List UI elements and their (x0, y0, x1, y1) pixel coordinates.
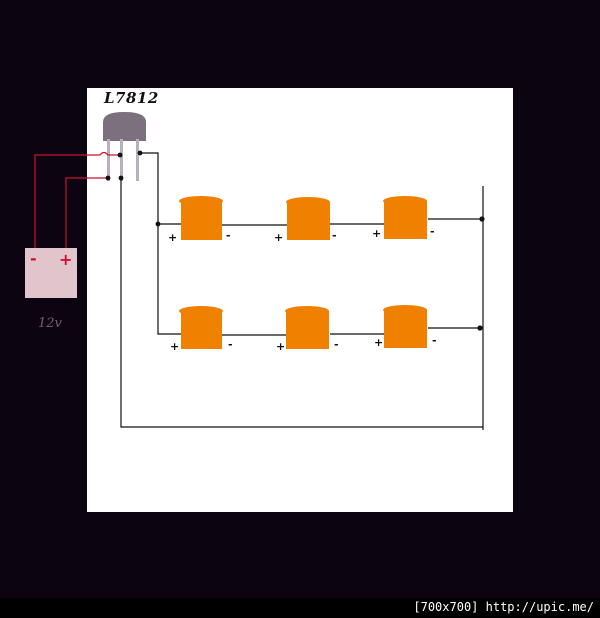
junction-dots (105, 150, 485, 331)
plus-symbol: + (274, 231, 283, 244)
plus-symbol: + (276, 340, 285, 353)
minus-symbol: - (228, 338, 233, 351)
led-polarity-row-1: + - + - + - (168, 225, 435, 244)
led (179, 306, 223, 349)
regulator-l7812 (103, 112, 146, 181)
battery-positive-symbol: + (59, 250, 72, 269)
plus-symbol: + (168, 231, 177, 244)
plus-symbol: + (374, 336, 383, 349)
minus-symbol: - (334, 338, 339, 351)
led (286, 197, 330, 240)
battery-voltage-label: 12v (38, 316, 62, 331)
led-row-1 (179, 196, 427, 240)
footer-watermark-text[interactable]: [700x700] http://upic.me/ (413, 600, 594, 614)
battery-lead-wires (34, 151, 120, 250)
led-polarity-row-2: + - + - + - (170, 334, 437, 353)
led (383, 305, 427, 348)
battery (25, 248, 77, 298)
minus-symbol: - (226, 229, 231, 242)
plus-symbol: + (372, 227, 381, 240)
led (383, 196, 427, 239)
minus-symbol: - (430, 225, 435, 238)
plus-symbol: + (170, 340, 179, 353)
battery-negative-symbol: - (30, 249, 37, 268)
circuit-wires (120, 152, 484, 430)
diagram-panel (87, 88, 513, 512)
minus-symbol: - (432, 334, 437, 347)
footer-bar: [700x700] http://upic.me/ (0, 598, 600, 618)
led (179, 196, 223, 240)
led (285, 306, 329, 349)
minus-symbol: - (332, 229, 337, 242)
regulator-label: L7812 (104, 89, 159, 107)
led-row-2 (179, 305, 427, 349)
